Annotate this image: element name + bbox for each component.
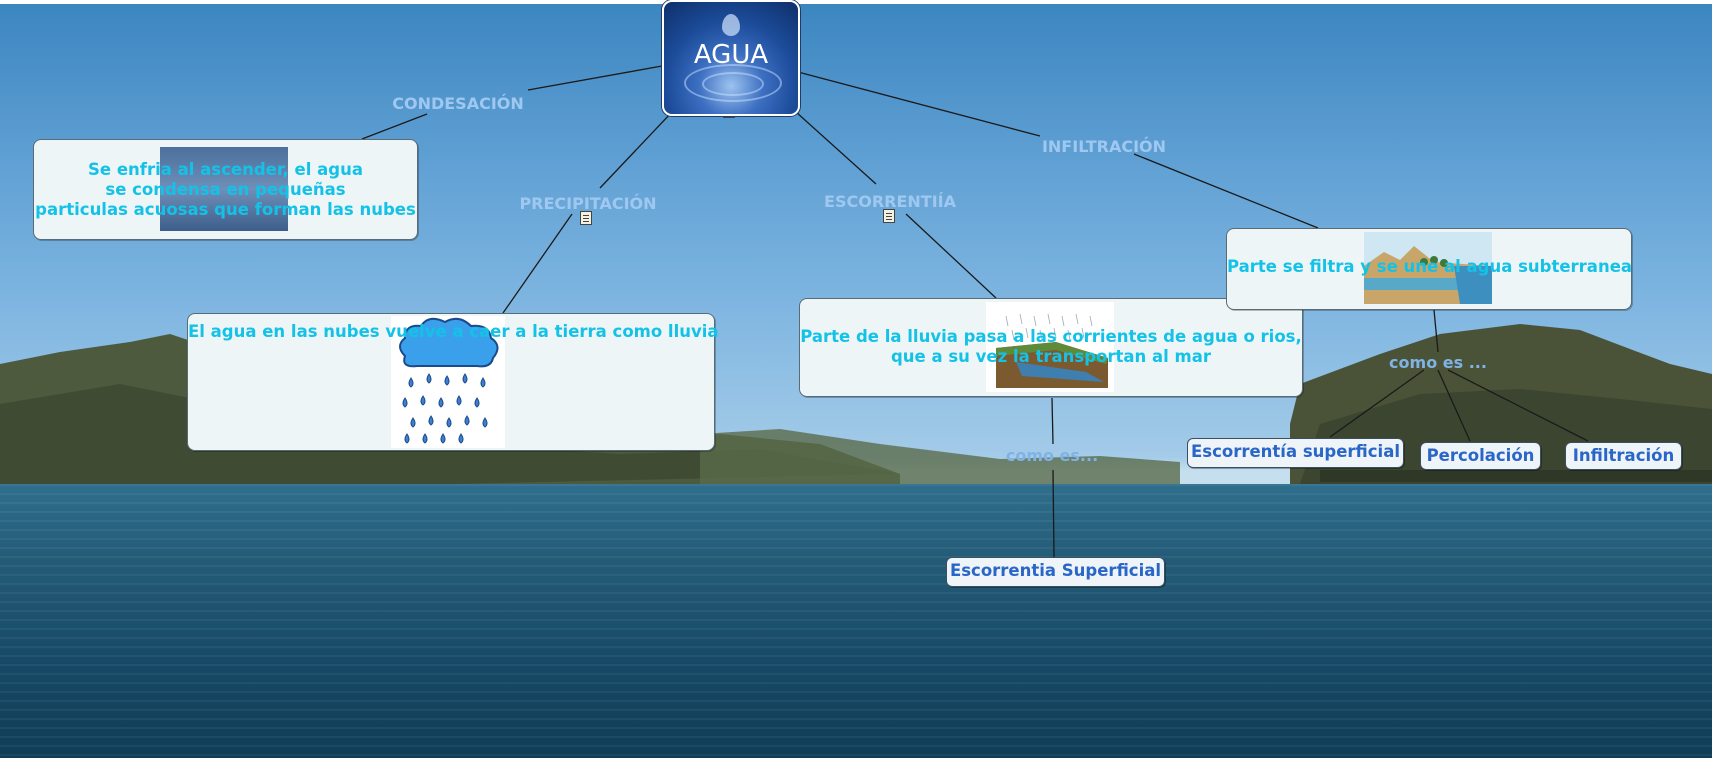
relation-como-es-infiltracion[interactable]: como es ...: [1389, 353, 1487, 372]
ripple: [702, 72, 764, 96]
root-node-agua[interactable]: AGUA: [662, 0, 800, 116]
note-icon[interactable]: [580, 211, 592, 225]
leaf-escorrentia-superficial-2[interactable]: Escorrentia Superficial: [946, 557, 1165, 587]
relation-como-es-escorrentia[interactable]: como es...: [1006, 446, 1098, 465]
concept-text: El agua en las nubes vuelve a caer a la …: [188, 322, 714, 342]
concept-text-line: Se enfria al ascender, el agua: [34, 160, 417, 180]
water-drop-image: [722, 14, 740, 36]
concept-text-line: se condensa en pequeñas: [34, 180, 417, 200]
concept-condensacion[interactable]: Se enfria al ascender, el agua se conden…: [33, 139, 418, 240]
leaf-escorrentia-superficial[interactable]: Escorrentía superficial: [1187, 438, 1404, 468]
concept-escorrentia[interactable]: Parte de la lluvia pasa a las corrientes…: [799, 298, 1303, 397]
concept-text-line: Parte de la lluvia pasa a las corrientes…: [800, 327, 1302, 347]
concept-text-line: que a su vez la transportan al mar: [800, 347, 1302, 367]
note-icon[interactable]: [883, 209, 895, 223]
concept-text-line: particulas acuosas que forman las nubes: [34, 200, 417, 220]
relation-infiltracion[interactable]: INFILTRACIÓN: [1042, 137, 1166, 156]
concept-infiltracion[interactable]: Parte se filtra y se une al agua subterr…: [1226, 228, 1632, 310]
sea-texture: [0, 484, 1712, 758]
concept-precipitacion[interactable]: El agua en las nubes vuelve a caer a la …: [187, 313, 715, 451]
leaf-percolacion[interactable]: Percolación: [1420, 442, 1541, 470]
root-title: AGUA: [664, 40, 798, 70]
relation-condensacion[interactable]: CONDESACIÓN: [392, 94, 524, 113]
leaf-infiltracion[interactable]: Infiltración: [1565, 442, 1682, 470]
concept-text: Parte se filtra y se une al agua subterr…: [1227, 257, 1631, 277]
